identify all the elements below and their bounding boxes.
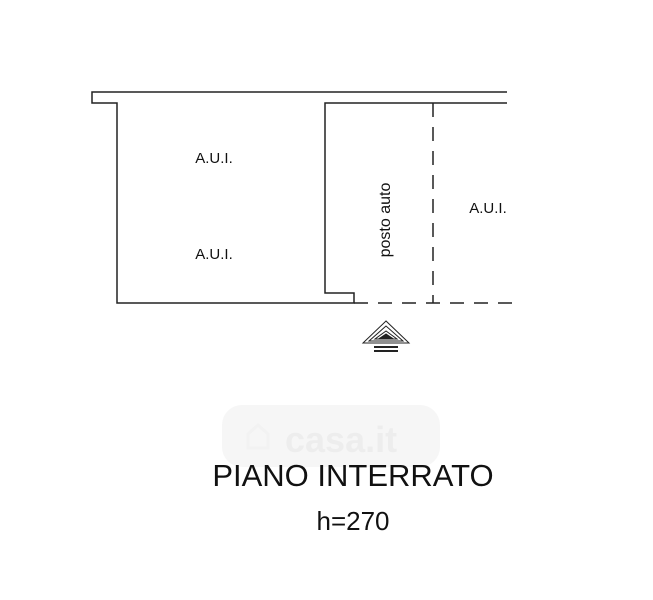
room-label: A.U.I. xyxy=(469,200,507,217)
height-label: h=270 xyxy=(316,506,389,536)
entrance-arrow-icon xyxy=(361,320,411,352)
room-label: A.U.I. xyxy=(195,246,233,263)
parking-label: posto auto xyxy=(377,183,394,258)
watermark: casa.it xyxy=(222,405,440,467)
wall-outline xyxy=(91,91,507,304)
room-label: A.U.I. xyxy=(195,150,233,167)
walls xyxy=(91,91,516,304)
plan-title: PIANO INTERRATO xyxy=(212,458,493,493)
watermark-text: casa.it xyxy=(285,419,397,460)
